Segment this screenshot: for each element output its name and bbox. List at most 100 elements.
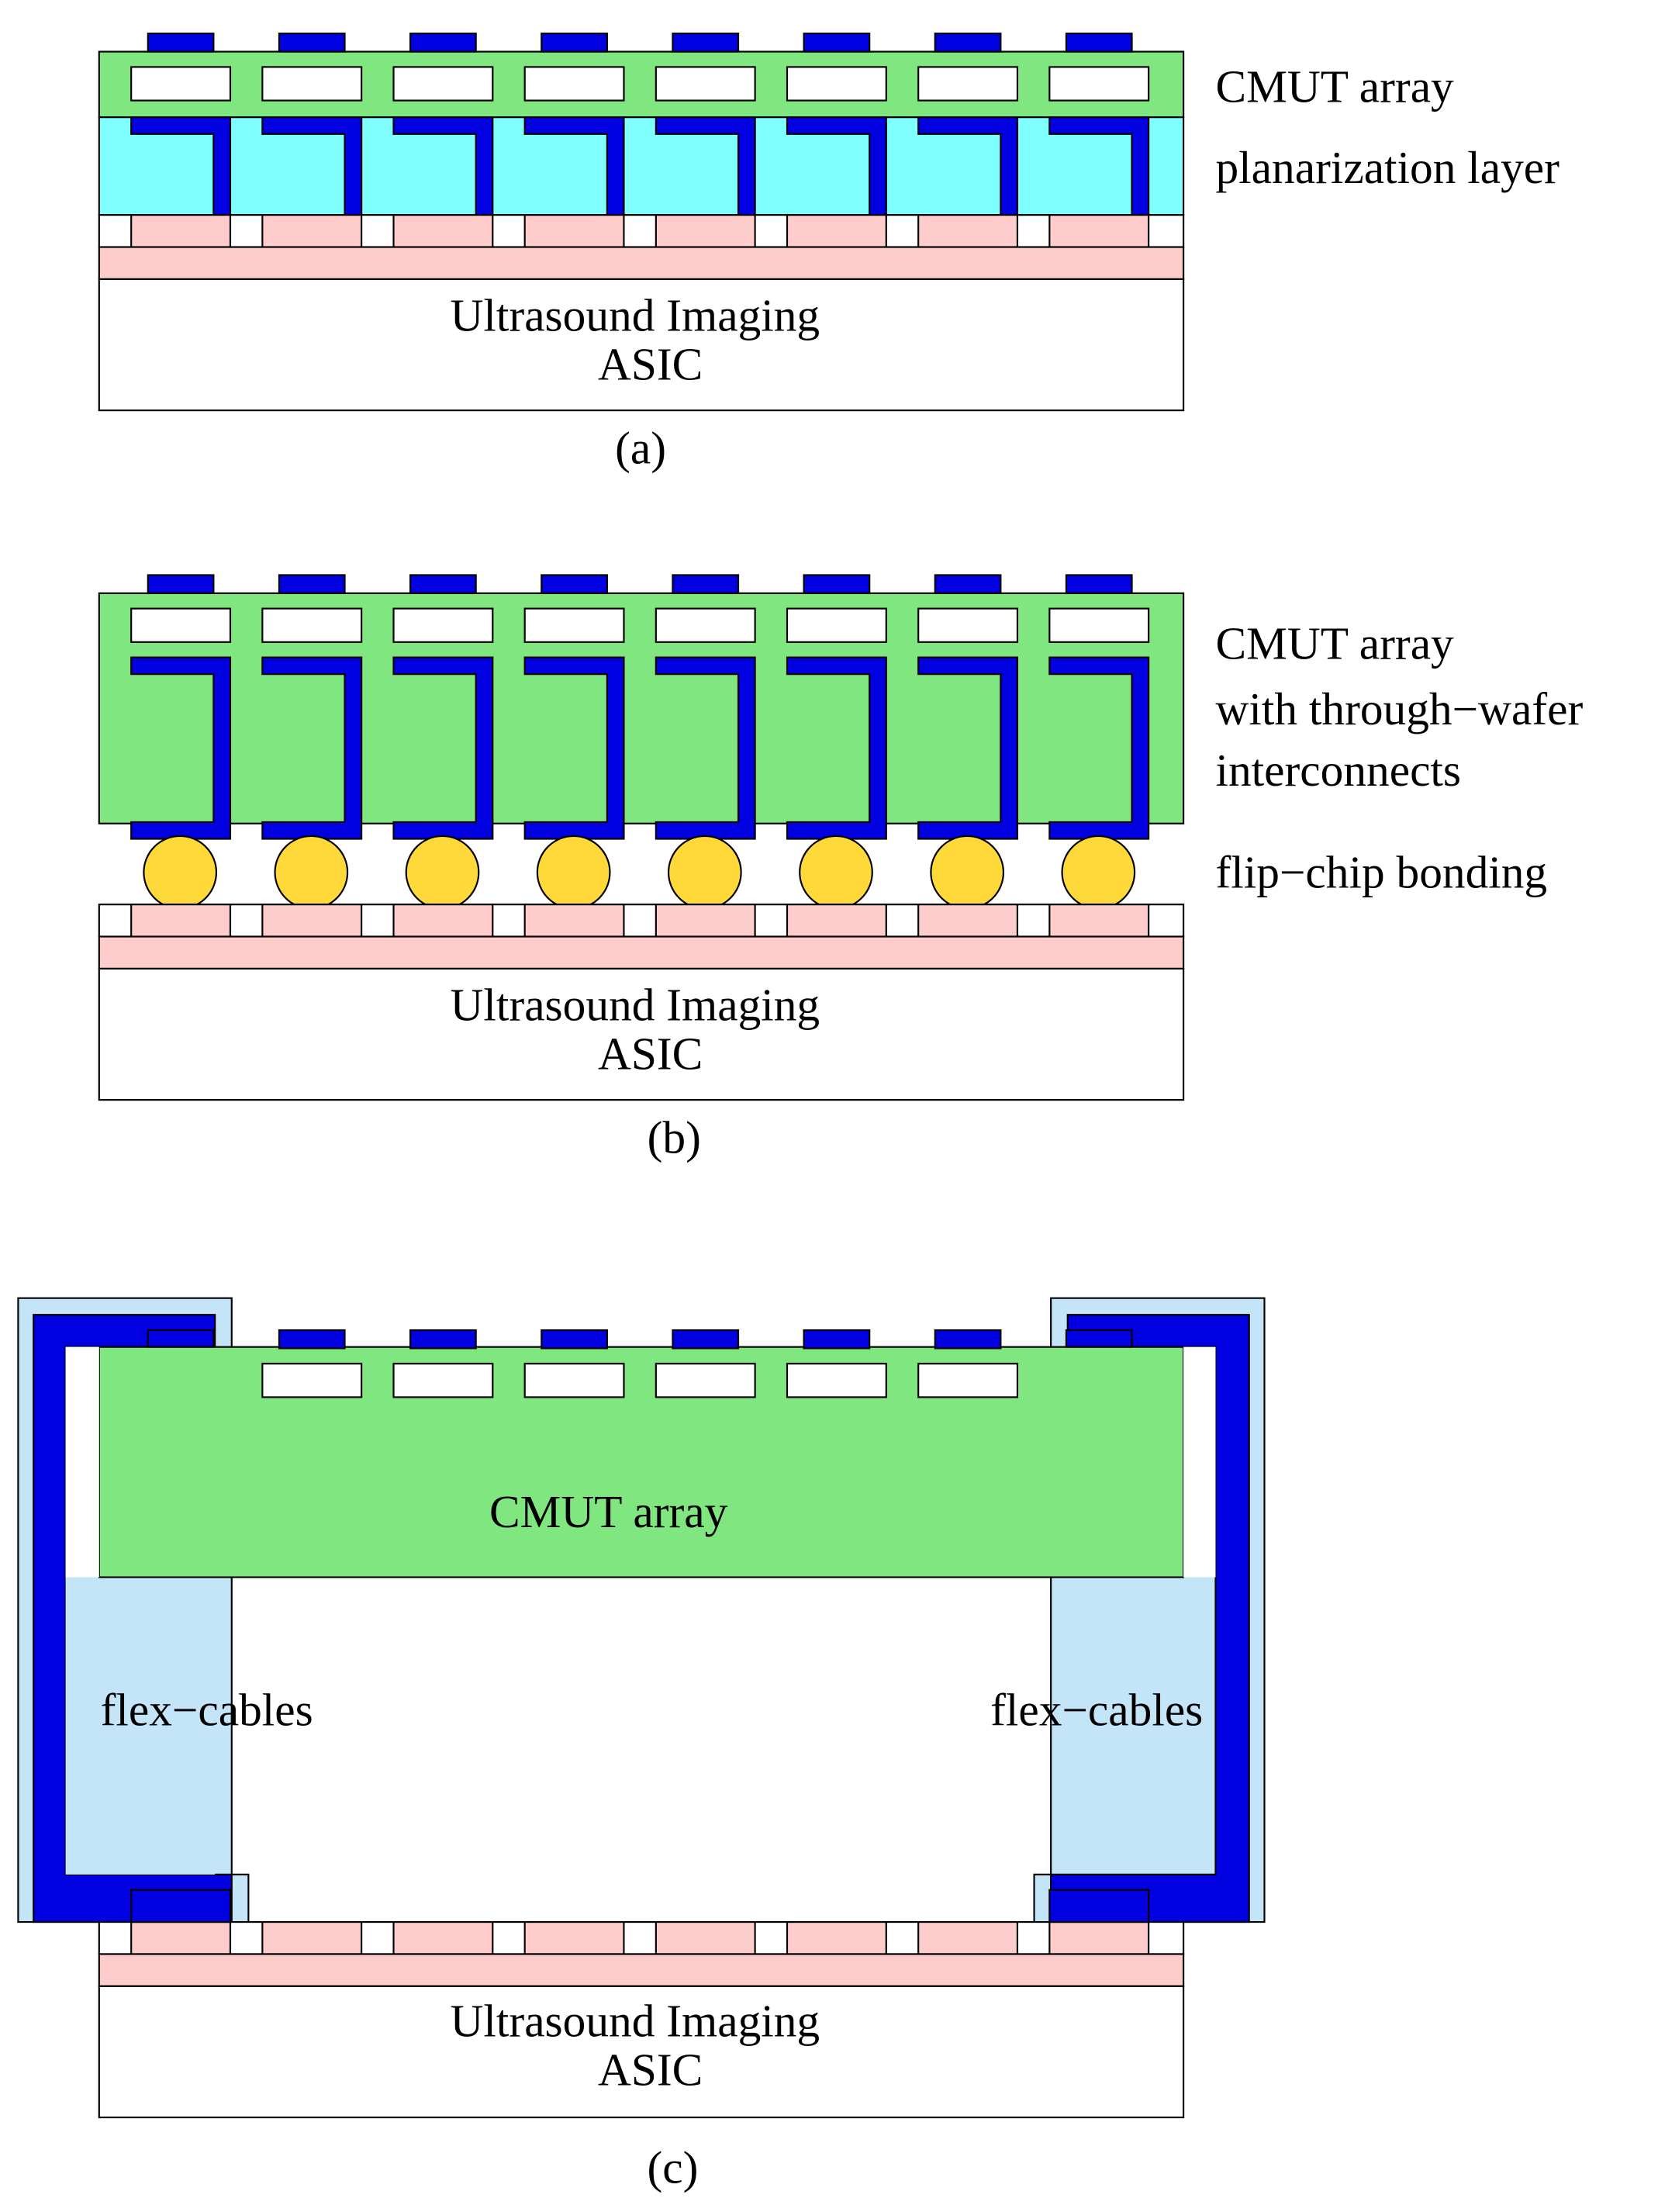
cmut-cavity	[392, 66, 494, 102]
panel-c-asic-label-1: Ultrasound Imaging	[451, 1996, 820, 2047]
asic-pad	[917, 904, 1019, 938]
asic-substrate	[98, 967, 1185, 1101]
through-wafer-via	[392, 656, 494, 840]
top-electrode	[672, 33, 740, 53]
asic-pad	[1048, 1920, 1150, 1955]
cmut-cavity	[261, 607, 363, 643]
panel-c-caption: (c)	[647, 2142, 698, 2193]
top-electrode	[409, 574, 477, 594]
top-electrode	[541, 574, 608, 594]
top-electrode	[672, 574, 740, 594]
cmut-cavity	[917, 607, 1019, 643]
panel-b-bonding-label: flip−chip bonding	[1215, 847, 1547, 898]
asic-pad	[1048, 214, 1150, 248]
top-electrode	[803, 33, 871, 53]
asic-pad	[786, 904, 887, 938]
solder-ball	[405, 835, 480, 910]
asic-pad	[786, 1920, 887, 1955]
asic-pad	[261, 904, 363, 938]
cmut-cavity	[523, 607, 625, 643]
panel-b-asic-label-2: ASIC	[598, 1028, 703, 1080]
asic-pad-row	[98, 1920, 1185, 1955]
cmut-cavity	[786, 1363, 887, 1398]
cmut-cavity	[655, 1363, 756, 1398]
asic-pad	[261, 214, 363, 248]
cmut-cavity	[392, 607, 494, 643]
asic-chip	[98, 1953, 1185, 2119]
asic-pad	[655, 904, 756, 938]
cmut-array-layer	[65, 1346, 1216, 1578]
asic-pad	[392, 904, 494, 938]
top-electrode	[278, 1329, 346, 1350]
solder-ball	[143, 835, 218, 910]
through-wafer-via	[130, 656, 232, 840]
cmut-cavity	[917, 1363, 1019, 1398]
top-electrode	[672, 1329, 740, 1350]
panel-c-asic-label-2: ASIC	[598, 2044, 703, 2096]
asic-pad-row	[98, 904, 1185, 938]
top-electrode	[803, 574, 871, 594]
solder-ball	[930, 835, 1005, 910]
asic-pad	[655, 214, 756, 248]
cmut-cavity	[655, 607, 756, 643]
flex-contact-electrode	[1065, 1329, 1133, 1348]
top-electrode	[541, 33, 608, 53]
through-wafer-via	[523, 656, 625, 840]
cmut-cavity	[1048, 66, 1150, 102]
cmut-cavity	[392, 1363, 494, 1398]
cmut-cavity	[655, 66, 756, 102]
cmut-cavity	[523, 66, 625, 102]
asic-pad	[523, 214, 625, 248]
cmut-cavity	[261, 1363, 363, 1398]
top-electrode	[541, 1329, 608, 1350]
asic-pad	[392, 1920, 494, 1955]
asic-pad-row	[98, 214, 1185, 248]
panel-c-flex-label-left: flex−cables	[101, 1684, 313, 1735]
top-electrode	[147, 574, 215, 594]
top-electrode	[1065, 574, 1133, 594]
top-electrode	[934, 1329, 1002, 1350]
asic-substrate	[98, 1985, 1185, 2119]
cmut-cavity	[1048, 607, 1150, 643]
through-wafer-via	[261, 656, 363, 840]
panel-c-cmut-label: CMUT array	[489, 1486, 728, 1537]
solder-ball	[536, 835, 611, 910]
asic-metal-layer	[98, 935, 1185, 970]
solder-ball	[667, 835, 742, 910]
panel-c-flex-label-right: flex−cables	[990, 1684, 1203, 1735]
panel-b-cmut-label-1: CMUT array	[1215, 617, 1454, 669]
asic-pad	[917, 214, 1019, 248]
through-wafer-via	[655, 656, 756, 840]
asic-pad	[130, 214, 232, 248]
asic-pad	[130, 904, 232, 938]
asic-pad	[917, 1920, 1019, 1955]
top-electrode	[934, 574, 1002, 594]
asic-pad	[130, 1920, 232, 1955]
solder-ball	[274, 835, 349, 910]
asic-metal-layer	[98, 1953, 1185, 1987]
cmut-cavity	[786, 66, 887, 102]
asic-pad	[786, 214, 887, 248]
solder-ball	[799, 835, 873, 910]
panel-c: CMUT array flex−cables flex−cables Ultra…	[17, 1297, 1266, 2193]
panel-b-cmut-label-3: interconnects	[1215, 745, 1461, 796]
cmut-cavity	[523, 1363, 625, 1398]
panel-a-asic-label-2: ASIC	[598, 338, 703, 389]
asic-pad	[261, 1920, 363, 1955]
cmut-cavity	[786, 607, 887, 643]
asic-pad	[655, 1920, 756, 1955]
panel-a-caption: (a)	[615, 422, 666, 473]
flex-pad-contact-right	[1048, 1889, 1150, 1923]
cmut-cavity	[130, 607, 232, 643]
asic-pad	[392, 214, 494, 248]
panel-b-asic-label-1: Ultrasound Imaging	[451, 980, 820, 1031]
top-electrode	[803, 1329, 871, 1350]
top-electrode	[278, 33, 346, 53]
flex-pad-contact-left	[130, 1889, 232, 1923]
cmut-cavities	[130, 66, 1150, 102]
through-wafer-via	[917, 656, 1019, 840]
panel-a-cmut-label: CMUT array	[1215, 60, 1454, 112]
top-electrode	[1065, 33, 1133, 53]
asic-chip	[98, 935, 1185, 1101]
